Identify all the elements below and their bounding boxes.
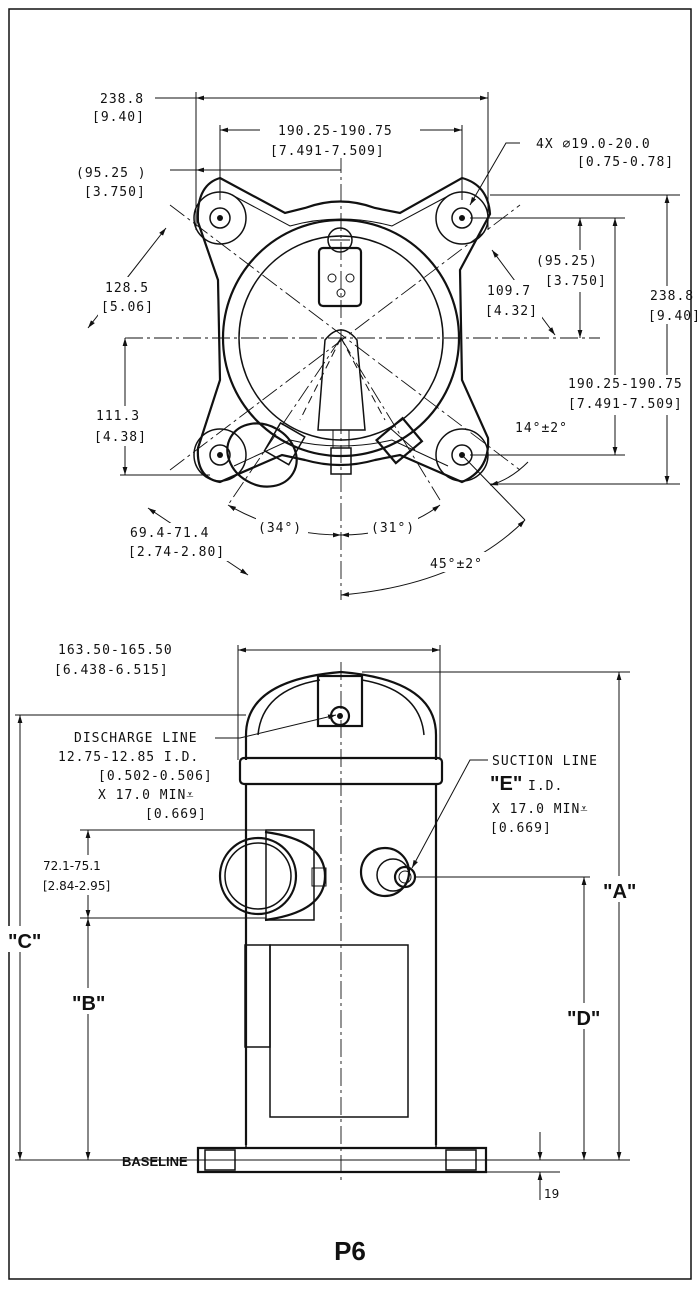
dim-overall-width-mm: 238.8 [100,92,144,107]
discharge-line-id-in: [0.502-0.506] [98,769,213,784]
model-label: P6 [334,1236,366,1266]
dim-bolt-spacing-mm: 190.25-190.75 [278,124,393,139]
dim-angle-31: (31°) [371,521,415,536]
mounting-plate-outline [196,176,492,484]
dim-overall-width-in: [9.40] [92,110,145,125]
suction-line-depth-in: [0.669] [490,821,552,836]
suction-line-id: I.D. [528,779,563,794]
dim-hole-callout-mm: 4X ⌀19.0-20.0 [536,137,651,152]
dim-overall-height-mm: 238.8 [650,289,694,304]
discharge-line-id-mm: 12.75-12.85 I.D. [58,750,199,765]
dim-bottom-mm: 69.4-71.4 [130,526,209,541]
drawing-border [8,8,692,1280]
label-b: "B" [72,993,105,1015]
suction-line-e-label: "E" [490,773,522,795]
dim-bolt-spacing-v-mm: 190.25-190.75 [568,377,683,392]
dim-bolt-spacing-in: [7.491-7.509] [270,144,385,159]
label-c: "C" [8,931,41,953]
discharge-line-depth-mm: X 17.0 MIN⩡ [98,788,195,803]
dim-radial-right-mm: 109.7 [487,284,531,299]
baseline-label: BASELINE [122,1154,188,1169]
discharge-line-title: DISCHARGE LINE [74,731,198,746]
suction-line-title: SUCTION LINE [492,754,598,769]
dim-offset-left-in: [3.750] [84,185,146,200]
label-a: "A" [603,881,636,903]
bolt-hole-bottom-left [193,428,247,482]
dim-radial-left-in: [5.06] [101,300,154,315]
dim-vertical-left-mm: 111.3 [96,409,140,424]
dim-angle-14: 14°±2° [515,421,568,436]
dim-angle-34: (34°) [258,521,302,536]
dim-shell-diameter-in: [6.438-6.515] [54,663,169,678]
dim-shell-diameter-mm: 163.50-165.50 [58,643,173,658]
label-d: "D" [567,1008,600,1030]
dim-bottom-in: [2.74-2.80] [128,545,225,560]
dim-vertical-left-in: [4.38] [94,430,147,445]
dim-bolt-spacing-v-in: [7.491-7.509] [568,397,683,412]
dim-box-offset-in: [2.84-2.95] [43,879,110,893]
name-plate [269,944,409,1118]
bolt-hole-bottom-right [435,428,489,482]
suction-fitting-side [359,846,417,898]
dim-overall-height-in: [9.40] [648,309,700,324]
discharge-fitting-top [317,227,363,308]
terminal-box-top [226,421,306,488]
dim-hole-callout-in: [0.75-0.78] [577,155,674,170]
dim-angle-45: 45°±2° [430,557,483,572]
terminal-box-side [218,829,327,922]
top-view: 238.8 [9.40] 190.25-190.75 [7.491-7.509]… [76,92,700,600]
dim-radial-right-in: [4.32] [485,304,538,319]
dim-base-height: 19 [544,1187,559,1201]
suction-line-depth-mm: X 17.0 MIN⩡ [492,802,589,817]
side-view: 163.50-165.50 [6.438-6.515] "C" "A" "D" … [8,643,636,1201]
dim-radial-left-mm: 128.5 [105,281,149,296]
dim-offset-right-mm: (95.25) [536,254,598,269]
discharge-line-depth-in: [0.669] [145,807,207,822]
dim-offset-left-mm: (95.25 ) [76,166,147,181]
compressor-shell [244,784,438,1145]
dim-box-offset-mm: 72.1-75.1 [43,859,101,873]
dim-offset-right-in: [3.750] [545,274,607,289]
